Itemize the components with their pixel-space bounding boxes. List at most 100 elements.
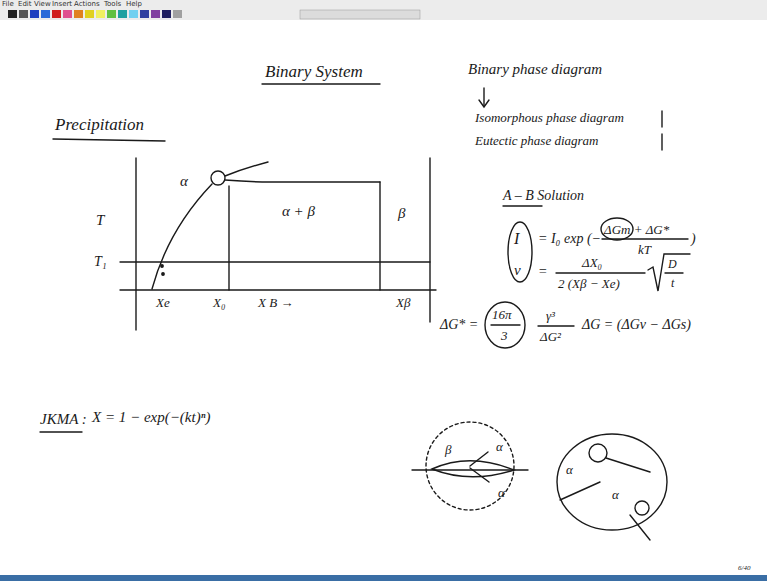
slide-title: Binary System	[265, 63, 363, 80]
phase-label: α + β	[282, 204, 315, 219]
composition-label: Xe	[156, 296, 170, 309]
composition-line	[228, 186, 229, 290]
axis-label: T₁	[94, 255, 107, 269]
radius	[470, 468, 489, 482]
phase-label: α	[612, 488, 619, 501]
toolbar	[0, 0, 767, 20]
note: Isomorphous phase diagram	[475, 111, 624, 124]
boundary-line	[630, 515, 650, 540]
section-heading: Precipitation	[55, 116, 144, 133]
menu-item: Actions	[74, 1, 100, 8]
equation: 2 (Xβ − Xe)	[558, 277, 620, 290]
toolbar-swatch	[41, 10, 50, 18]
fraction-bar	[602, 238, 688, 239]
phase-label: α	[566, 463, 573, 476]
menu-item: Insert	[52, 1, 72, 8]
toolbar-swatch	[162, 10, 171, 18]
menu-item: Tools	[104, 1, 121, 8]
jkma-underline	[40, 431, 82, 432]
toolbar-swatch	[118, 10, 127, 18]
menu-item: View	[34, 1, 51, 8]
equation: ΔGm + ΔG*	[604, 223, 669, 236]
composition-axis	[120, 289, 436, 290]
equation: 16π	[492, 308, 512, 321]
beta-boundary	[379, 182, 380, 290]
phase-label: α	[498, 486, 505, 499]
dot	[161, 265, 163, 267]
nucleus-outline	[426, 422, 514, 510]
title-underline	[262, 83, 380, 84]
fraction-bar	[491, 324, 520, 325]
toolbar-bar	[0, 0, 767, 20]
equation: ΔG* =	[440, 318, 478, 332]
equation: I	[514, 231, 519, 247]
equation: v	[514, 263, 521, 278]
axis-label: T	[96, 213, 104, 228]
arrow-head	[479, 100, 489, 107]
equation: 3	[501, 329, 508, 342]
equation: kT	[638, 243, 651, 256]
ink	[40, 84, 690, 540]
menu-item: Edit	[18, 1, 32, 8]
toolbar-swatch	[96, 10, 105, 18]
page-number: 6/40	[738, 565, 750, 572]
axis-right	[429, 158, 430, 322]
composition-label: Xβ	[396, 296, 410, 309]
toolbar-swatch	[85, 10, 94, 18]
phase-label: β	[398, 206, 405, 221]
toolbar-tools	[300, 10, 420, 19]
radius	[470, 452, 488, 466]
axis-label: X B →	[258, 296, 293, 309]
taskbar	[0, 575, 767, 581]
fraction-bar	[665, 272, 683, 273]
precipitate	[635, 501, 649, 515]
menu-item: Help	[126, 1, 142, 8]
toolbar-swatch	[173, 10, 182, 18]
bracket	[661, 111, 662, 127]
heading-underline	[53, 139, 165, 141]
boundary-line	[560, 482, 600, 500]
circle-mark	[508, 222, 532, 282]
equation: ΔX₀	[582, 256, 602, 269]
composition-label: X₀	[213, 296, 225, 309]
toolbar-swatch	[52, 10, 61, 18]
toolbar-swatch	[8, 10, 17, 18]
toolbar-swatch	[19, 10, 28, 18]
toolbar-colors	[8, 10, 182, 18]
ab-underline	[503, 205, 542, 206]
grain-outline	[557, 434, 667, 530]
fraction-bar	[556, 272, 645, 273]
precipitate	[589, 444, 607, 462]
toolbar-swatch	[129, 10, 138, 18]
axis-left	[135, 158, 136, 330]
toolbar-swatch	[107, 10, 116, 18]
equation: D	[668, 258, 677, 270]
note: Binary phase diagram	[468, 62, 602, 77]
equation: = I₀ exp (−	[538, 232, 601, 246]
phase-label: α	[180, 174, 188, 189]
toolbar-swatch	[74, 10, 83, 18]
highlight-circle	[211, 171, 225, 185]
equation: t	[671, 277, 674, 289]
equation: =	[538, 265, 547, 279]
liquidus-line	[225, 162, 268, 176]
toolbar-swatch	[30, 10, 39, 18]
model-name: JKMA :	[40, 412, 87, 427]
note: A – B Solution	[503, 189, 584, 203]
note: Eutectic phase diagram	[475, 134, 598, 147]
bracket	[661, 134, 662, 150]
menu-item: File	[2, 1, 14, 8]
eutectic-line	[225, 180, 380, 182]
phase-label: β	[445, 443, 451, 456]
down-arrow	[483, 88, 484, 106]
toolbar-swatch	[140, 10, 149, 18]
solvus-curve	[152, 184, 212, 289]
circle-mark	[485, 302, 525, 348]
equation: ΔG = (ΔGv − ΔGs)	[582, 318, 691, 332]
toolbar-swatch	[151, 10, 160, 18]
dot	[162, 273, 164, 275]
equation: )	[691, 232, 696, 246]
